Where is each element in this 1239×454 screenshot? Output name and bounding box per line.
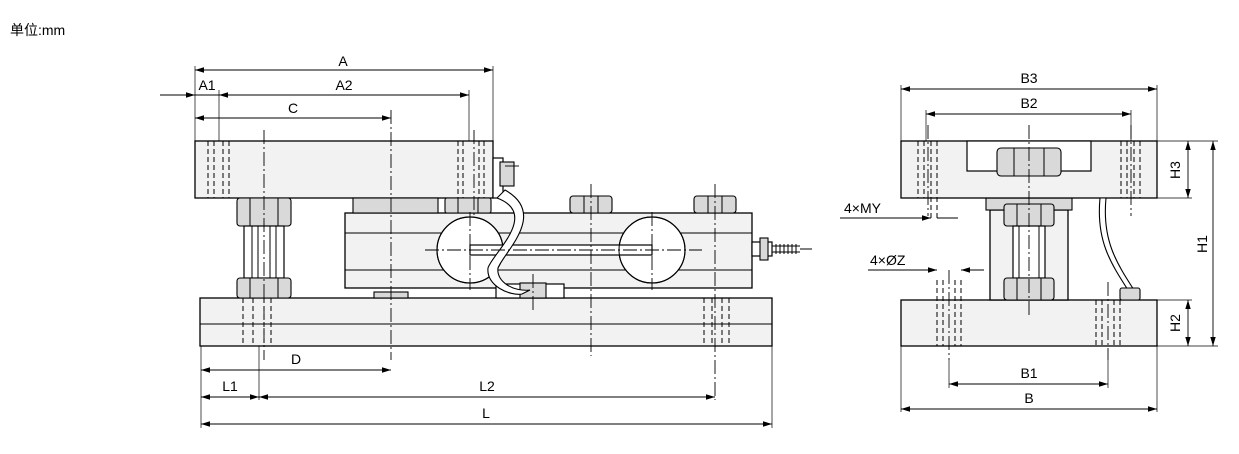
label-H3: H3 bbox=[1167, 161, 1183, 179]
label-H1: H1 bbox=[1194, 235, 1210, 253]
label-B: B bbox=[1024, 390, 1033, 406]
label-H2: H2 bbox=[1167, 314, 1183, 332]
label-C: C bbox=[288, 100, 298, 116]
label-D: D bbox=[291, 351, 301, 367]
label-MY: 4×MY bbox=[844, 200, 882, 216]
label-L2: L2 bbox=[479, 378, 495, 394]
label-B2: B2 bbox=[1020, 95, 1037, 111]
front-base-plate bbox=[199, 297, 773, 347]
label-L: L bbox=[482, 405, 490, 421]
label-A1: A1 bbox=[198, 77, 215, 93]
ground-cable bbox=[487, 189, 531, 295]
side-view: B3 B2 B1 B 4×MY 4×ØZ H1 H3 H2 bbox=[840, 70, 1218, 412]
bracket-nut bbox=[444, 197, 492, 214]
front-top-plate bbox=[194, 140, 494, 199]
loading-pad bbox=[352, 197, 439, 214]
label-B3: B3 bbox=[1020, 70, 1037, 86]
label-A: A bbox=[338, 53, 348, 69]
side-cable bbox=[1098, 197, 1136, 291]
unit-label: 单位:mm bbox=[10, 22, 66, 38]
label-B1: B1 bbox=[1020, 365, 1037, 381]
front-view: A A1 A2 C D L1 L2 L bbox=[160, 53, 812, 428]
label-Z: 4×ØZ bbox=[870, 252, 906, 268]
label-L1: L1 bbox=[222, 378, 238, 394]
label-A2: A2 bbox=[335, 77, 352, 93]
